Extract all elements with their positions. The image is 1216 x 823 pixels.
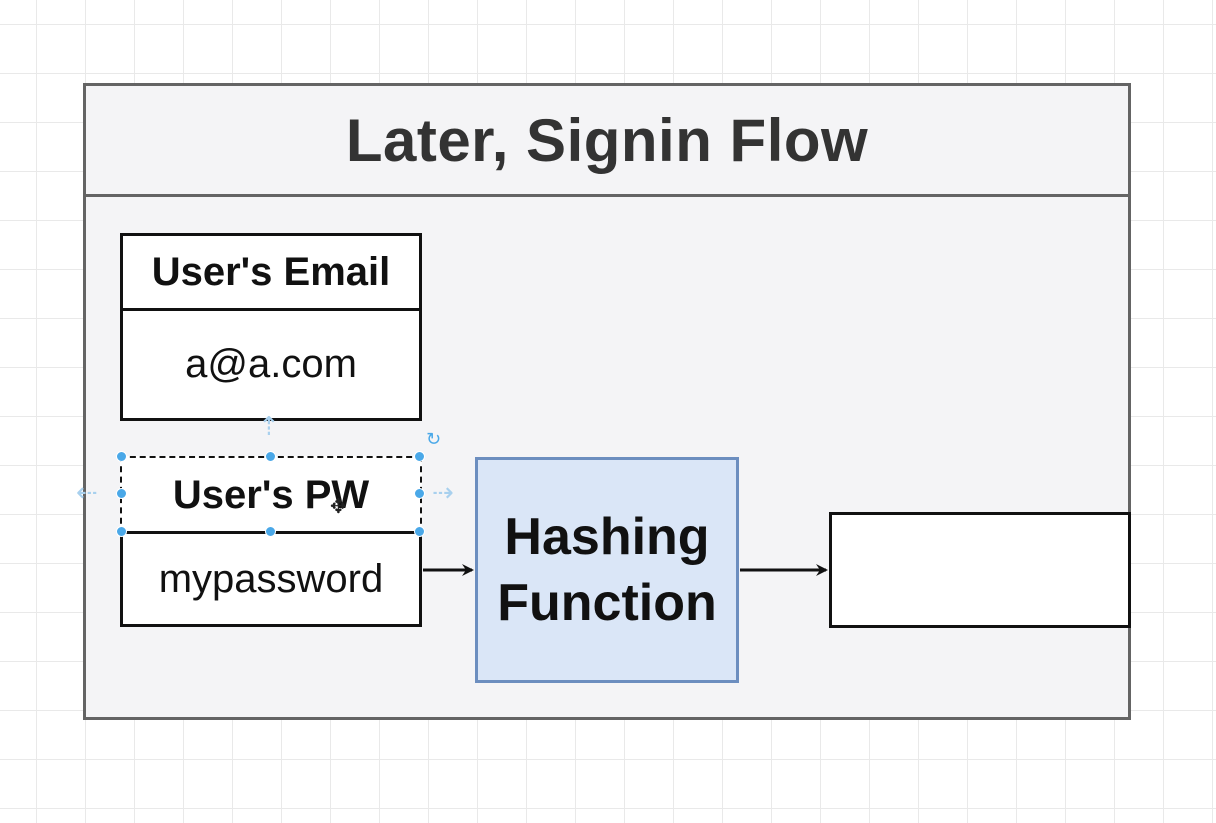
output-box[interactable]: [829, 512, 1131, 628]
connect-up-arrow-icon[interactable]: ⇡: [258, 412, 280, 442]
hashing-label-line2: Function: [497, 574, 717, 632]
resize-handle-middle-right[interactable]: [414, 488, 425, 499]
resize-handle-bottom-center[interactable]: [265, 526, 276, 537]
diagram-title: Later, Signin Flow: [345, 106, 869, 174]
resize-handle-bottom-left[interactable]: [116, 526, 127, 537]
password-table-value[interactable]: mypassword: [120, 531, 422, 627]
password-value-label: mypassword: [158, 556, 384, 601]
hashing-label-line1: Hashing: [504, 508, 710, 566]
email-table-header[interactable]: User's Email: [120, 233, 422, 311]
email-table-value[interactable]: a@a.com: [120, 308, 422, 421]
move-cursor-icon: ✥: [330, 494, 347, 518]
email-value-label: a@a.com: [185, 342, 357, 386]
container-header: Later, Signin Flow: [86, 86, 1128, 197]
resize-handle-top-left[interactable]: [116, 451, 127, 462]
rotate-handle-icon[interactable]: ↻: [426, 429, 442, 450]
resize-handle-top-center[interactable]: [265, 451, 276, 462]
connect-left-arrow-icon[interactable]: ⇠: [76, 478, 98, 508]
hashing-function-box[interactable]: Hashing Function: [475, 457, 739, 683]
email-header-label: User's Email: [151, 249, 391, 294]
resize-handle-bottom-right[interactable]: [414, 526, 425, 537]
connect-right-arrow-icon[interactable]: ⇢: [432, 478, 454, 508]
password-header-label: User's PW: [172, 472, 370, 517]
resize-handle-top-right[interactable]: [414, 451, 425, 462]
resize-handle-middle-left[interactable]: [116, 488, 127, 499]
